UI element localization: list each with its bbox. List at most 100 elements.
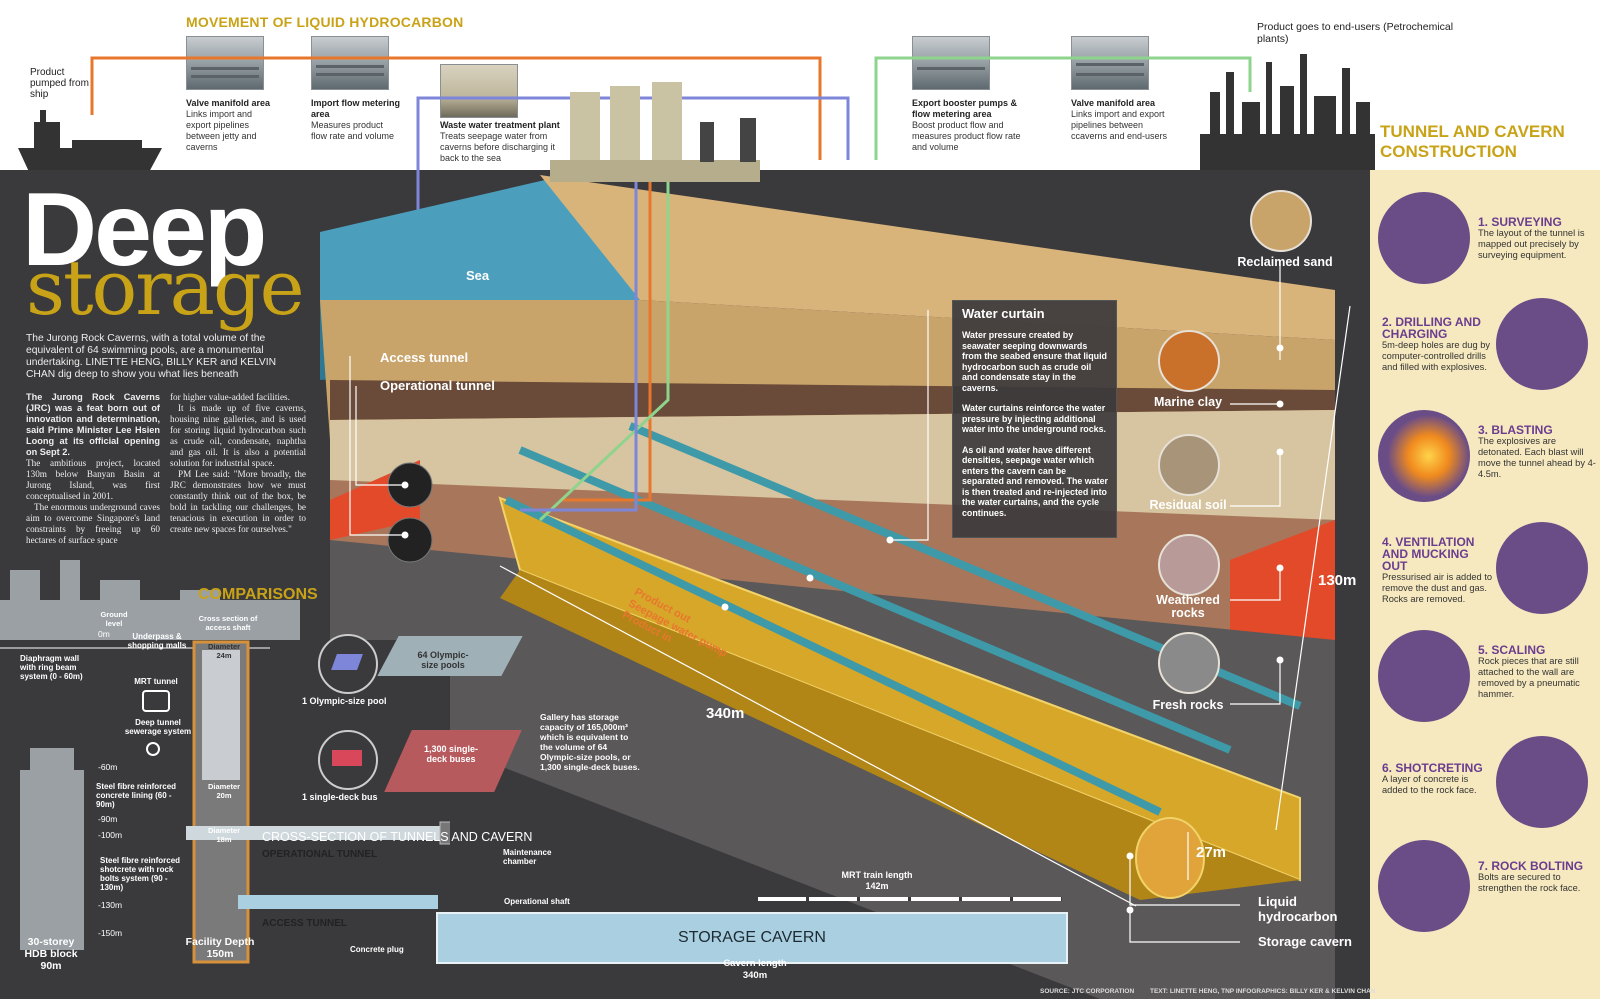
facility-waste-water: Waste water treatment plant Treats seepa… [440,120,560,163]
petrochemical-plant-silhouette-icon [1200,54,1375,172]
water-curtain-box [952,300,1117,538]
source-credit: SOURCE: JTC CORPORATION [1040,988,1135,995]
blasting-icon [1378,410,1470,502]
bus-circle [318,730,378,790]
pool-1-label: 1 Olympic-size pool [302,696,387,706]
weathered-rocks-label: Weathered rocks [1156,593,1220,620]
comparisons-title: COMPARISONS [198,586,318,603]
residual-soil-swatch [1158,434,1220,496]
import-pipeline-line [90,56,822,160]
depth-130m: -130m [98,900,123,910]
step-drilling: 2. DRILLING AND CHARGING 5m-deep holes a… [1382,315,1491,372]
storage-cavern-label: Storage cavern [1258,934,1352,949]
step-ventilation: 4. VENTILATION AND MUCKING OUT Pressuris… [1382,535,1493,604]
intro-text: The Jurong Rock Caverns, with a total vo… [26,333,277,380]
step-scaling: 5. SCALING Rock pieces that are still at… [1478,643,1580,699]
scaling-icon [1378,630,1470,722]
fresh-rocks-swatch [1158,632,1220,694]
operational-shaft-label: Operational shaft [504,897,570,906]
buses-1300-label: 1,300 single-deck buses [423,744,479,764]
fresh-rocks-label: Fresh rocks [1152,698,1224,712]
ship-silhouette-icon [18,110,162,174]
diameter-24-label: Diameter 24m [207,642,241,660]
facility-export-booster: Export booster pumps & flow metering are… [912,98,1021,152]
shotcreting-icon [1496,736,1588,828]
city-skyline-silhouette-icon [0,560,300,640]
train-icon [142,690,170,712]
construction-title: TUNNEL AND CAVERN CONSTRUCTION [1380,122,1565,161]
operational-tunnel-label: Operational tunnel [380,378,495,393]
cross-section-title: CROSS-SECTION OF TUNNELS AND CAVERN [262,830,533,844]
depth-0m: 0m [98,629,110,639]
steel-lining-label: Steel fibre reinforced concrete lining (… [96,782,177,809]
valve-manifold-2-photo [1071,36,1149,90]
valve-manifold-photo [186,36,264,90]
facility-valve-manifold-2: Valve manifold area Links import and exp… [1071,98,1168,141]
pool-icon [331,654,363,670]
olympic-pool-circle [318,634,378,694]
sewer-pipe-icon [146,742,160,756]
cavern-depth-label: 130m [1318,572,1357,589]
article-column-1: The Jurong Rock Caverns (JRC) was a feat… [26,392,160,545]
storage-cavern-bar: STORAGE CAVERN [436,912,1068,964]
residual-soil-label: Residual soil [1149,498,1227,512]
gallery-note: Gallery has storage capacity of 165,000m… [540,712,640,772]
mrt-train-bar [758,897,1062,901]
surveying-icon [1378,192,1470,284]
movement-title: MOVEMENT OF LIQUID HYDROCARBON [186,14,464,30]
concrete-plug-label: Concrete plug [350,945,404,954]
access-tunnel-bar: ACCESS TUNNEL [262,918,348,929]
title-storage: storage [26,243,305,332]
reclaimed-sand-label: Reclaimed sand [1237,255,1333,269]
product-pumped-label: Product pumped from ship [30,67,89,100]
reclaimed-sand-swatch [1250,190,1312,252]
export-pipeline-line [874,56,1252,160]
rock-bolting-icon [1378,840,1470,932]
depth-60m: -60m [98,762,118,772]
export-booster-photo [912,36,990,90]
facility-valve-manifold: Valve manifold area Links import and exp… [186,98,271,152]
mrt-length-label: MRT train length 142m [841,870,913,891]
ground-level-label: Ground level [100,610,128,628]
underpass-label: Underpass & shopping malls [127,632,187,650]
depth-150m: -150m [98,928,123,938]
cavern-height-label: 27m [1196,844,1227,861]
facility-depth-label: Facility Depth 150m [185,936,255,960]
access-shaft-label: Cross section of access shaft [198,614,258,632]
cavern-length-label: 340m [706,705,745,722]
step-surveying: 1. SURVEYING The layout of the tunnel is… [1478,215,1585,260]
deep-tunnel-label: Deep tunnel sewerage system [124,718,192,736]
ventilation-icon [1496,522,1588,614]
bus-icon [332,750,362,766]
bus-1-label: 1 single-deck bus [302,792,378,802]
depth-100m: -100m [98,830,123,840]
hdb-label: 30-storey HDB block 90m [24,936,78,972]
cross-section-illustration [0,640,450,999]
title-deep: Deep [22,172,267,288]
mrt-tunnel-label: MRT tunnel [134,677,178,686]
access-tunnel-label: Access tunnel [380,350,469,365]
import-flow-photo [311,36,389,90]
sea-label: Sea [466,268,490,283]
marine-clay-swatch [1158,330,1220,392]
water-curtain-text: Water pressure created by seawater seepi… [962,330,1108,518]
drilling-icon [1496,298,1588,390]
liquid-hydrocarbon-label: Liquid hydrocarbon [1258,894,1338,924]
maintenance-label: Maintenance chamber [503,848,552,866]
diameter-20-label: Diameter 20m [207,782,241,800]
step-blasting: 3. BLASTING The explosives are detonated… [1478,423,1596,479]
depth-90m: -90m [98,814,118,824]
facility-import-flow: Import flow metering area Measures produ… [311,98,401,141]
diaphragm-label: Diaphragm wall with ring beam system (0 … [20,654,83,681]
steel-shotcrete-label: Steel fibre reinforced shotcrete with ro… [100,856,181,892]
step-rock-bolting: 7. ROCK BOLTING Bolts are secured to str… [1478,859,1584,893]
end-users-label: Product goes to end-users (Petrochemical… [1257,21,1454,45]
text-credit: TEXT: LINETTE HENG, TNP INFOGRAPHICS: BI… [1150,988,1376,995]
step-shotcreting: 6. SHOTCRETING A layer of concrete is ad… [1382,761,1483,795]
marine-clay-label: Marine clay [1153,395,1223,409]
article-column-2: for higher value-added facilities. It is… [170,392,306,534]
operational-tunnel-bar: OPERATIONAL TUNNEL [262,849,378,860]
diameter-18-label: Diameter 18m [207,826,241,844]
pools-64-label: 64 Olympic-size pools [417,650,469,670]
waste-water-plant-photo [440,64,518,118]
